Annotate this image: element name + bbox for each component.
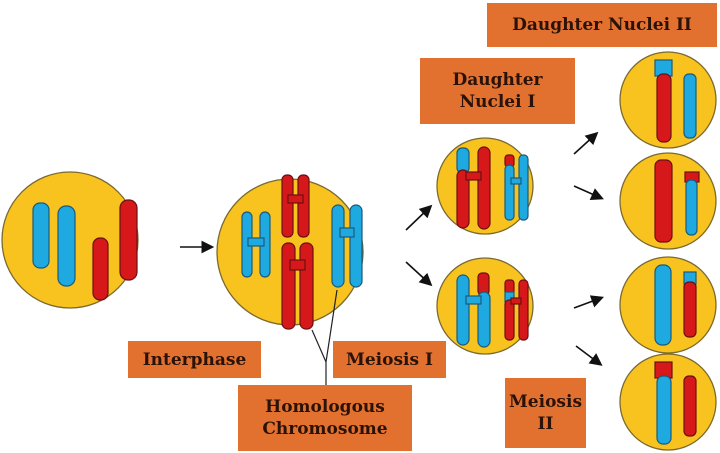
daughter-nuclei-1-label: Daughter Nuclei I	[420, 58, 575, 124]
homologous-pointer	[311, 289, 338, 385]
homologous-chromosome-label: Homologous Chromosome	[238, 385, 412, 451]
arrow-icon	[573, 185, 604, 200]
daughter-nuclei-2-label: Daughter Nuclei II	[487, 3, 717, 47]
daughter-cell-2a	[619, 51, 717, 149]
daughter-cell-2b	[619, 152, 717, 250]
meiosis-2-label: Meiosis II	[505, 378, 586, 448]
arrow-icon	[573, 131, 599, 155]
arrow-icon	[405, 261, 433, 287]
meiosis-1-label: Meiosis I	[333, 341, 446, 378]
daughter-cell-2d	[619, 353, 717, 451]
arrow-icon	[573, 295, 605, 309]
daughter-cell-1b	[436, 257, 534, 355]
interphase-cell	[1, 171, 139, 309]
daughter-cell-2c	[619, 256, 717, 354]
interphase-label: Interphase	[128, 341, 261, 378]
arrow-icon	[405, 204, 433, 231]
daughter-cell-1a	[436, 137, 534, 235]
arrow-icon	[575, 345, 603, 366]
meiosis-1-cell	[216, 174, 364, 330]
